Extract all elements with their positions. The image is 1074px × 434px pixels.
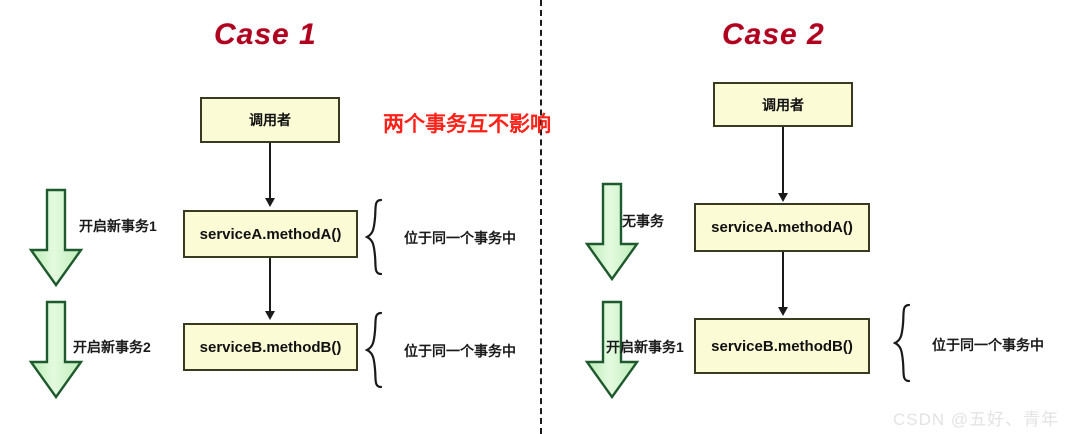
case2-green-arrow-2 (584, 300, 640, 400)
red-annotation-note: 两个事务互不影响 (383, 113, 551, 136)
case1-left-label-1: 开启新事务1 (79, 218, 157, 234)
case1-connector-caller-to-servicea (269, 143, 271, 202)
case2-caller-box: 调用者 (713, 82, 853, 127)
case2-left-label-1: 无事务 (622, 213, 664, 229)
case2-connector-caller-to-servicea (782, 127, 784, 197)
case2-serviceb-box: serviceB.methodB() (694, 318, 870, 374)
csdn-watermark: CSDN @五好、青年 (893, 410, 1060, 429)
case-divider-dashed-line (540, 0, 542, 434)
case2-green-arrow-1 (584, 182, 640, 282)
case1-arrowhead-caller-to-servicea (265, 198, 275, 207)
case2-connector-servicea-to-serviceb (782, 252, 784, 312)
case1-green-arrow-1 (28, 188, 84, 288)
case1-arrowhead-servicea-to-serviceb (265, 311, 275, 320)
case2-servicea-box: serviceA.methodA() (694, 203, 870, 252)
case1-brace-label-2: 位于同一个事务中 (404, 343, 516, 359)
case2-arrowhead-servicea-to-serviceb (778, 307, 788, 316)
case2-left-label-2: 开启新事务1 (606, 339, 684, 355)
case1-left-label-2: 开启新事务2 (73, 339, 151, 355)
case2-title: Case 2 (722, 18, 825, 51)
case1-servicea-box: serviceA.methodA() (183, 210, 358, 258)
case1-serviceb-box: serviceB.methodB() (183, 323, 358, 371)
case1-green-arrow-2 (28, 300, 84, 400)
case1-brace-2 (365, 311, 391, 389)
case2-brace-label-1: 位于同一个事务中 (932, 337, 1044, 353)
case1-caller-box: 调用者 (200, 97, 340, 143)
case1-brace-label-1: 位于同一个事务中 (404, 230, 516, 246)
case2-arrowhead-caller-to-servicea (778, 193, 788, 202)
case2-brace-1 (893, 303, 919, 383)
case1-brace-1 (365, 198, 391, 276)
case1-connector-servicea-to-serviceb (269, 258, 271, 316)
case1-title: Case 1 (214, 18, 317, 51)
